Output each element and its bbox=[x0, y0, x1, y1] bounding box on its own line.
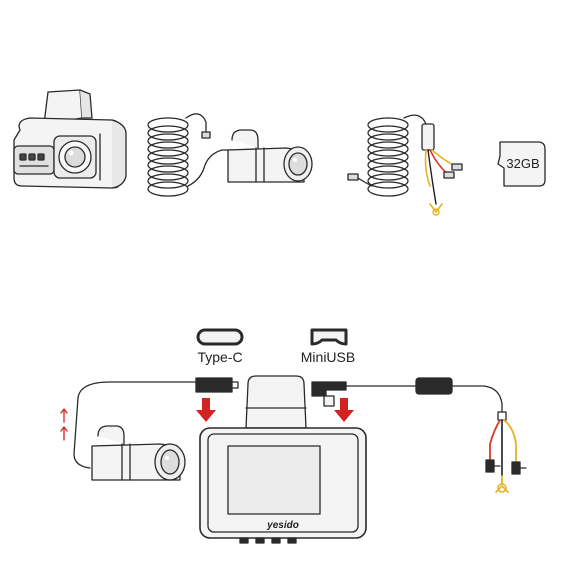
main-dashcam-icon bbox=[199, 375, 367, 544]
hardwire-branch-wires bbox=[485, 419, 527, 493]
type-c-label: Type-C bbox=[197, 349, 242, 365]
mini-usb-port-icon bbox=[310, 328, 348, 346]
cable-direction-arrows bbox=[60, 408, 68, 441]
rear-camera-cable-coil-icon bbox=[147, 113, 233, 197]
mini-usb-label: MiniUSB bbox=[301, 349, 355, 365]
rear-camera-cable bbox=[73, 377, 239, 469]
sd-card-icon bbox=[497, 141, 546, 187]
sd-card-capacity-label: 32GB bbox=[506, 156, 539, 171]
hardwire-cable bbox=[311, 377, 507, 421]
insert-type-c-arrow bbox=[196, 398, 216, 422]
hardwire-kit-coil-icon bbox=[347, 114, 435, 197]
brand-logo: yesido bbox=[266, 520, 299, 531]
front-dashcam-icon bbox=[13, 89, 127, 189]
type-c-port-icon bbox=[196, 328, 244, 346]
hardwire-fuse-wires bbox=[424, 149, 463, 216]
rear-camera-connected-icon bbox=[91, 425, 186, 481]
rear-camera-icon bbox=[227, 129, 313, 183]
insert-mini-usb-arrow bbox=[334, 398, 354, 422]
